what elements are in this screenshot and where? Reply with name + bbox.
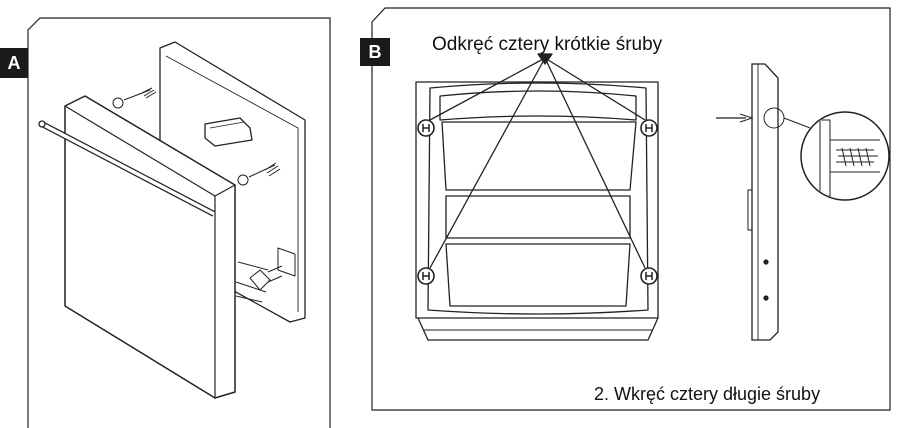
panel-a-label: A [0, 48, 28, 78]
step-1-caption: Odkręć cztery krótkie śruby [432, 34, 663, 55]
panel-b-frame [371, 7, 891, 411]
panel-a-frame [27, 17, 331, 428]
panel-b-door-front-view [415, 53, 659, 341]
panel-b-label: B [360, 38, 390, 66]
step-2-caption: 2. Wkręć cztery długie śruby [594, 384, 821, 404]
panel-a-door-drawing [38, 41, 306, 399]
panel-b-door-side-view [716, 63, 890, 341]
